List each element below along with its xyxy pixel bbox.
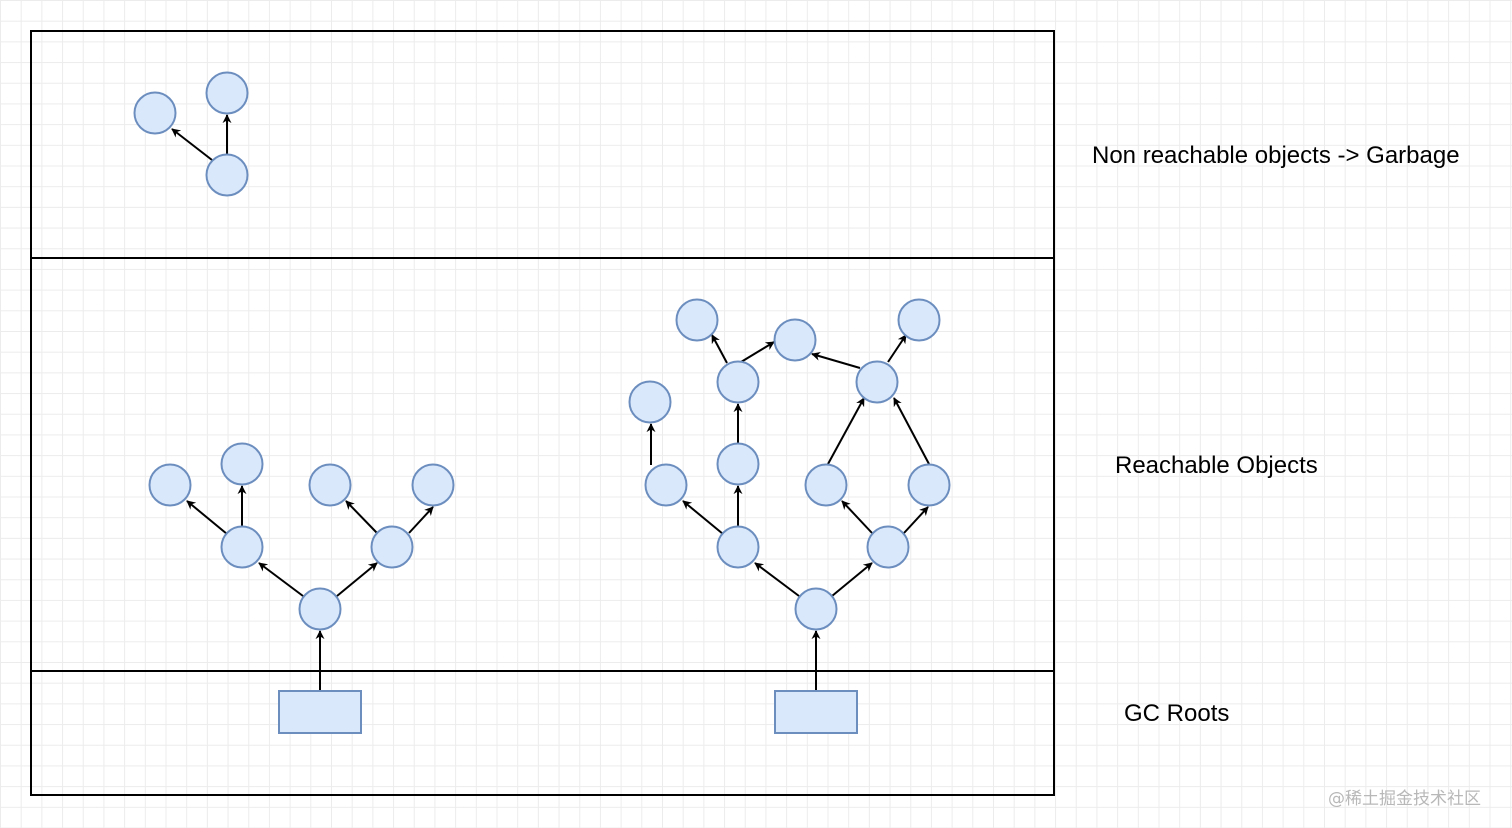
edge [258, 562, 304, 597]
garbage-region-label: Non reachable objects -> Garbage [1092, 142, 1460, 169]
garbage-nodes [133, 71, 249, 197]
reachable-object-node [716, 525, 760, 569]
gc-root-box [278, 690, 362, 734]
reachable-object-node [308, 463, 352, 507]
edge [754, 562, 800, 597]
reachable-object-node [716, 442, 760, 486]
reachable-object-node [897, 298, 941, 342]
edge [711, 334, 728, 364]
gc-root-nodes [278, 690, 858, 734]
edge [887, 334, 907, 363]
reachable-object-node [675, 298, 719, 342]
garbage-object-node [205, 71, 249, 115]
reachable-object-node [794, 587, 838, 631]
reachable-object-node [804, 463, 848, 507]
reachable-object-node [298, 587, 342, 631]
reachable-object-node [220, 525, 264, 569]
watermark: @稀土掘金技术社区 [1328, 789, 1481, 809]
reachable-object-node [644, 463, 688, 507]
reachable-region-label: Reachable Objects [1115, 452, 1318, 479]
right-graph-edges [646, 334, 930, 690]
reachable-object-node [411, 463, 455, 507]
garbage-object-node [133, 91, 177, 135]
edge [740, 341, 775, 363]
reachable-object-node [220, 442, 264, 486]
edge [171, 128, 213, 161]
reachable-object-node [148, 463, 192, 507]
reachable-object-node [866, 525, 910, 569]
edge [827, 397, 865, 465]
reachable-object-node [907, 463, 951, 507]
memory-region-frame [30, 30, 1055, 796]
edge [682, 500, 724, 535]
garbage-object-node [205, 153, 249, 197]
reachable-object-node [773, 318, 817, 362]
gc-roots-region-label: GC Roots [1124, 700, 1230, 727]
reachable-object-node [628, 380, 672, 424]
edge [841, 500, 873, 534]
garbage-edges [171, 114, 232, 161]
edge [893, 397, 930, 465]
reachable-object-node [855, 360, 899, 404]
edge [186, 500, 228, 535]
right-graph-nodes [628, 298, 951, 631]
left-tree-edges [186, 485, 434, 690]
left-tree-nodes [148, 442, 455, 631]
edge [811, 351, 861, 369]
edge [345, 500, 378, 534]
edge [336, 562, 378, 597]
reachable-object-node [370, 525, 414, 569]
reachable-object-node [716, 360, 760, 404]
edge [408, 506, 434, 534]
edge [831, 562, 873, 597]
edge [903, 506, 929, 534]
gc-root-box [774, 690, 858, 734]
